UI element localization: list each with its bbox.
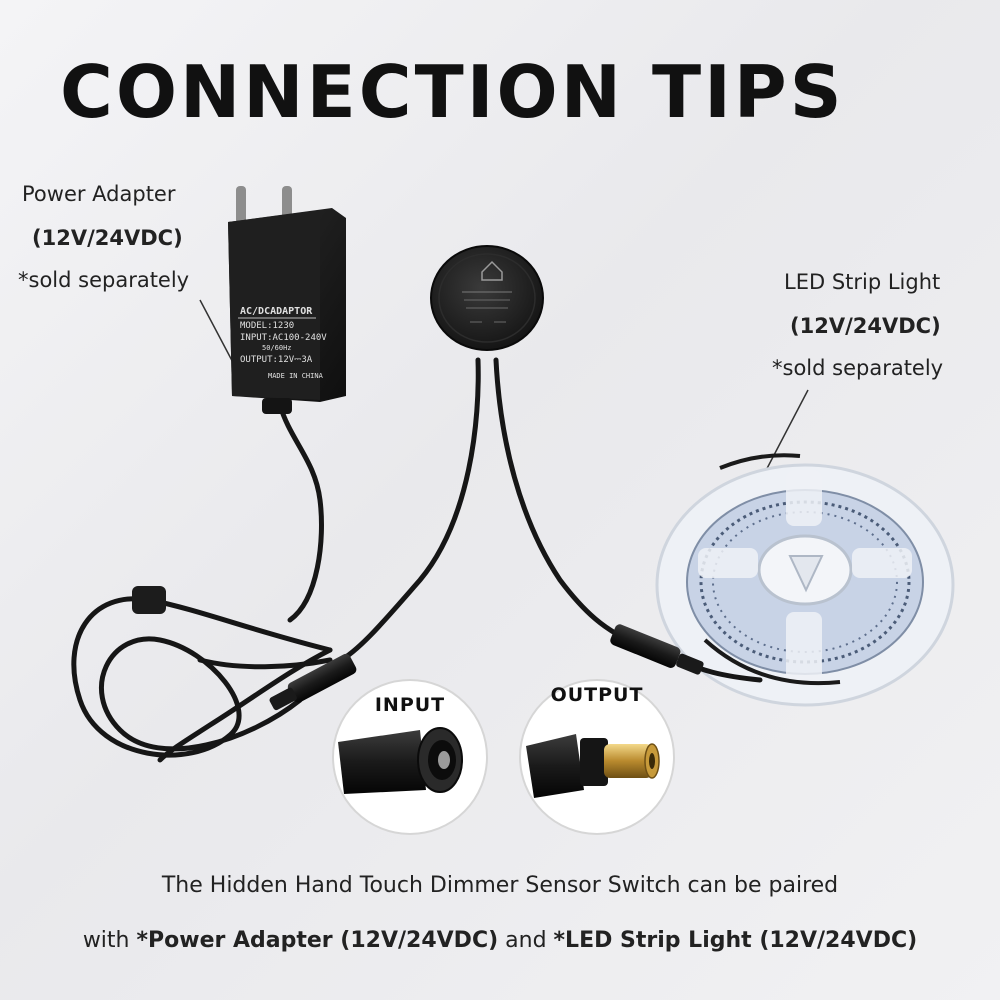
- input-zoom-circle: INPUT: [332, 679, 488, 835]
- page-title: CONNECTION TIPS: [60, 50, 845, 134]
- adapter-note-label: *sold separately: [18, 268, 190, 292]
- adapter-label-line-4: 50/60Hz: [262, 344, 292, 352]
- output-connector-label: OUTPUT: [551, 684, 644, 706]
- led-strip-reel: [655, 453, 955, 707]
- caption-with: with: [82, 928, 130, 953]
- input-plug: [269, 653, 357, 711]
- strip-name-label: LED Strip Light: [784, 270, 941, 294]
- cables: [71, 357, 763, 763]
- caption-line-1: The Hidden Hand Touch Dimmer Sensor Swit…: [161, 873, 839, 898]
- adapter-name-label: Power Adapter: [22, 182, 176, 206]
- caption-line-2: with *Power Adapter (12V/24VDC) and *LED…: [0, 928, 1000, 953]
- caption-strip: *LED Strip Light (12V/24VDC): [553, 928, 918, 953]
- caption-and: and: [505, 928, 547, 953]
- input-connector-label: INPUT: [375, 694, 445, 716]
- caption-adapter: *Power Adapter (12V/24VDC): [136, 928, 499, 953]
- adapter-label-line-2: MODEL:1230: [240, 321, 294, 331]
- output-plug: [610, 624, 704, 675]
- adapter-prong-left: [236, 186, 246, 224]
- touch-hand-icon: [481, 260, 503, 281]
- adapter-label-line-5: OUTPUT:12V⎓3A: [240, 355, 313, 365]
- male-dc-plug: [526, 734, 660, 798]
- power-adapter: AC/DCADAPTOR MODEL:1230 INPUT:AC100-240V…: [228, 186, 346, 414]
- adapter-label-line-1: AC/DCADAPTOR: [240, 306, 313, 317]
- adapter-label-line-3: INPUT:AC100-240V: [240, 333, 327, 343]
- ferrite-bead: [132, 586, 166, 614]
- strip-note-label: *sold separately: [772, 356, 944, 380]
- touch-dimmer-puck: [430, 245, 544, 351]
- adapter-voltage-label: (12V/24VDC): [32, 226, 183, 250]
- strip-voltage-label: (12V/24VDC): [790, 314, 941, 338]
- female-dc-jack: [338, 727, 463, 794]
- adapter-label-line-6: MADE IN CHINA: [268, 372, 324, 380]
- strip-pointer-line: [761, 389, 809, 479]
- output-zoom-circle: OUTPUT: [519, 679, 675, 835]
